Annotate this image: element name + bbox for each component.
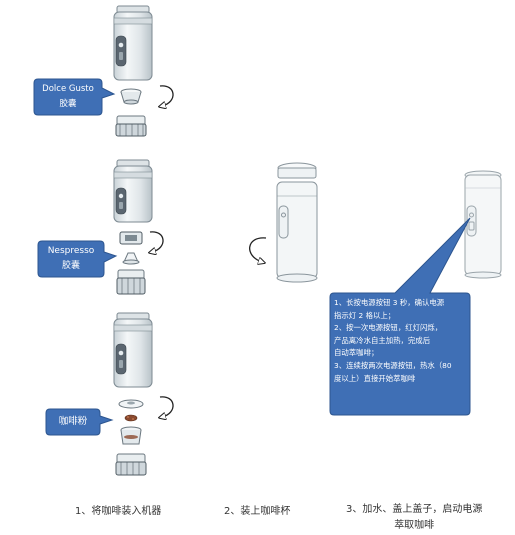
rotate-arrow-icon <box>160 396 174 417</box>
callout-instructions: 1、长按电源按钮 3 秒，确认电源 指示灯 2 格以上； 2、按一次电源按钮，红… <box>330 293 470 415</box>
callout-nespresso-line2: 胶囊 <box>61 261 80 271</box>
rotate-arrow-icon <box>249 237 266 262</box>
caption-step-2: 2、装上咖啡杯 <box>224 506 291 517</box>
machine-assembled <box>464 170 502 279</box>
callout-nespresso-shape <box>37 240 118 278</box>
instruction-line: 产品离冷水自主加热，完成后 <box>334 335 431 345</box>
adapter-ring-1 <box>115 115 147 137</box>
adapter-ring-2 <box>116 269 146 295</box>
callout-dolce-gusto: Dolce Gusto 胶囊 <box>34 79 102 115</box>
machine-with-cup <box>276 162 318 283</box>
machine-body-1 <box>113 5 153 81</box>
callout-coffee-powder: 咖啡粉 <box>46 409 100 435</box>
instruction-line: 度以上）直接开始萃咖啡 <box>334 373 416 383</box>
callout-coffee-line1: 咖啡粉 <box>58 416 88 427</box>
callout-coffee-shape <box>45 408 114 436</box>
machine-body-3 <box>113 312 153 388</box>
callout-dolce-line1: Dolce Gusto <box>42 84 94 94</box>
instruction-line: 1、长按电源按钮 3 秒，确认电源 <box>334 298 445 307</box>
callout-nespresso: Nespresso 胶囊 <box>38 241 104 277</box>
filter-disc <box>118 399 144 409</box>
adapter-ring-3 <box>115 453 147 476</box>
coffee-grounds <box>124 414 138 422</box>
capsule-nespresso <box>122 252 140 265</box>
callout-dolce-line2: 胶囊 <box>59 99 77 109</box>
instruction-line: 2、按一次电源按钮，红灯闪烁， <box>334 323 443 333</box>
adapter-nespresso <box>119 231 143 245</box>
instruction-line: 自动萃咖啡； <box>334 348 379 358</box>
powder-basket <box>120 426 142 445</box>
callout-nespresso-line1: Nespresso <box>47 246 95 256</box>
rotate-arrow-icon <box>160 85 174 106</box>
rotate-arrow-icon <box>150 231 164 252</box>
machine-body-2 <box>113 159 153 223</box>
caption-step-1: 1、将咖啡装入机器 <box>75 506 162 517</box>
callout-instructions-shape <box>329 217 471 416</box>
caption-step-3-line2: 萃取咖啡 <box>394 520 435 531</box>
caption-step-3: 3、加水、盖上盖子，启动电源 萃取咖啡 <box>346 502 482 534</box>
instruction-line: 指示灯 2 格以上； <box>334 310 396 320</box>
callout-dolce-shape <box>33 78 116 116</box>
caption-step-3-line1: 3、加水、盖上盖子，启动电源 <box>346 504 483 515</box>
capsule-dolce-gusto <box>120 88 142 105</box>
instruction-line: 3、连续按两次电源按钮，热水（80 <box>334 360 452 370</box>
